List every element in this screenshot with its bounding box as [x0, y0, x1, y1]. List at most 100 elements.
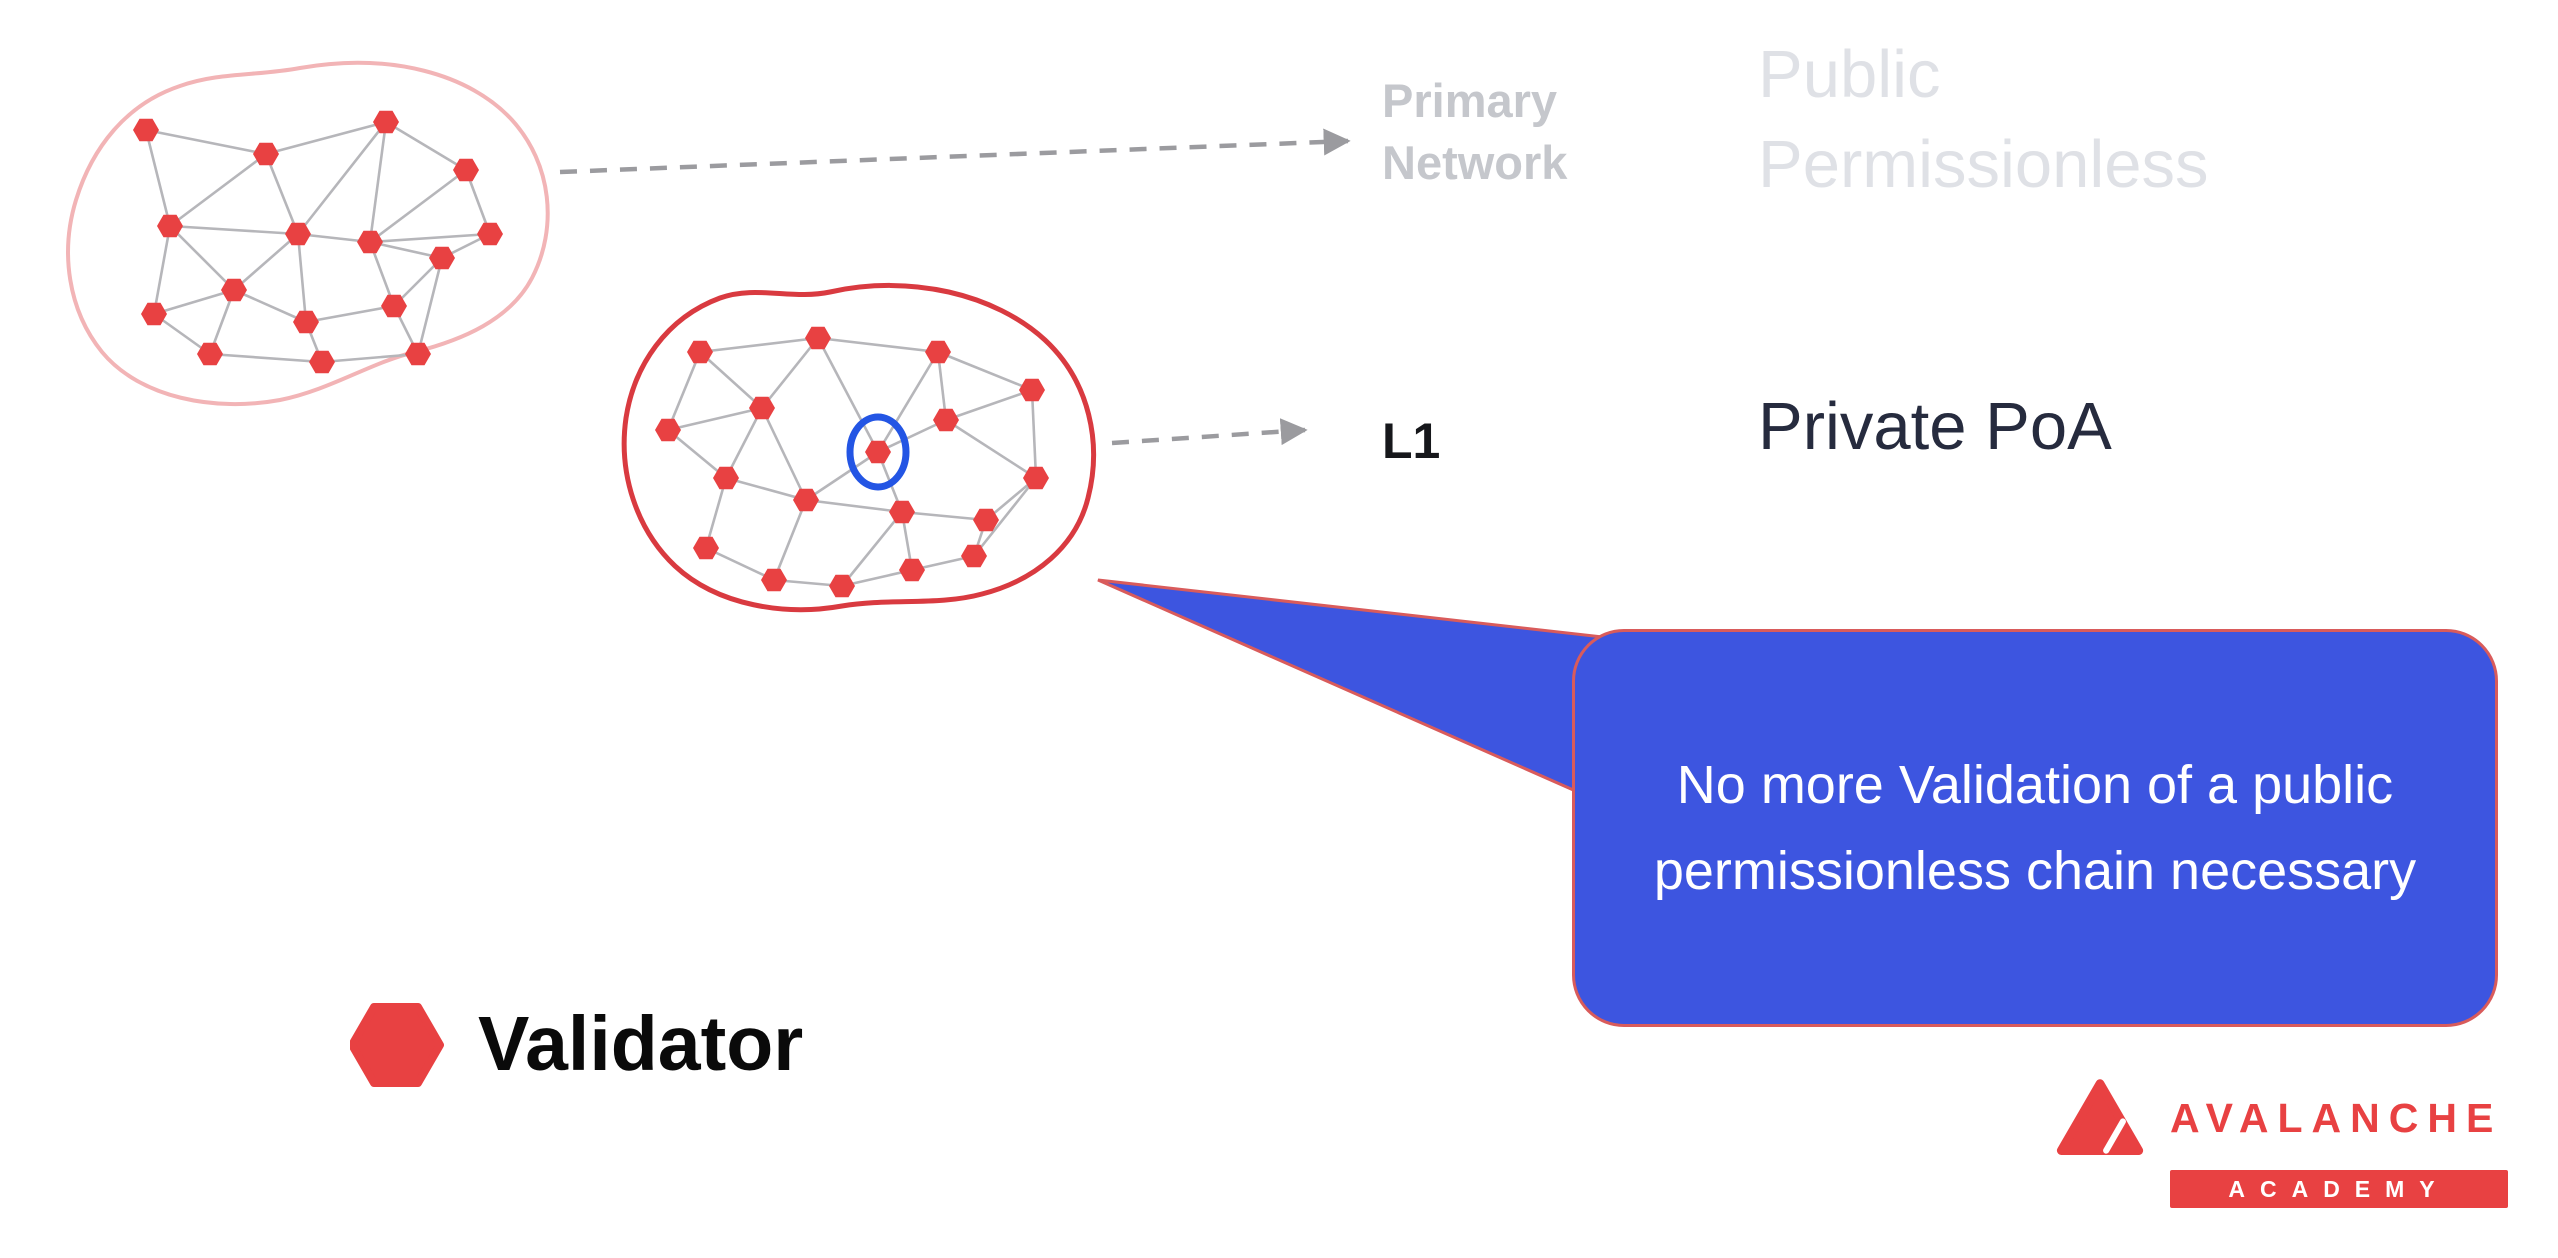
- validator-node: [141, 302, 167, 326]
- network-edge: [699, 336, 819, 354]
- network-edge: [699, 351, 763, 409]
- validator-node: [655, 418, 681, 442]
- network-edge: [169, 225, 235, 291]
- network-edge: [368, 121, 388, 243]
- network-edge: [666, 351, 702, 431]
- avalanche-academy-logo: AVALANCHE ACADEMY: [2056, 1078, 2508, 1208]
- primary-network-arrow: [559, 128, 1351, 175]
- validator-legend: Validator: [350, 1000, 803, 1089]
- network-edge: [369, 232, 491, 244]
- l1-cluster-outline: [621, 282, 1096, 613]
- validator-node: [429, 246, 455, 270]
- network-edge: [805, 498, 903, 514]
- l1-arrow: [1111, 418, 1308, 446]
- network-edge: [705, 546, 775, 582]
- validator-node: [157, 214, 183, 238]
- callout-bubble: No more Validation of a public permissio…: [1572, 629, 2498, 1027]
- network-edge: [152, 225, 172, 315]
- validator-node: [687, 340, 713, 364]
- validator-node: [1019, 378, 1045, 402]
- network-edge: [145, 128, 267, 156]
- network-edge: [667, 406, 763, 432]
- network-edge: [385, 120, 467, 172]
- validator-node: [899, 558, 925, 582]
- validator-node: [713, 466, 739, 490]
- validator-node: [357, 230, 383, 254]
- validator-node: [285, 222, 311, 246]
- validator-node: [373, 110, 399, 134]
- network-edge: [305, 304, 395, 324]
- network-edge: [817, 336, 939, 354]
- validator-node: [309, 350, 335, 374]
- network-edge: [876, 351, 940, 453]
- validator-node: [453, 158, 479, 182]
- validator-node: [865, 440, 891, 464]
- network-edge: [169, 224, 299, 236]
- network-edge: [841, 568, 913, 588]
- validator-node: [829, 574, 855, 598]
- validator-node: [761, 568, 787, 592]
- network-edge: [416, 257, 444, 355]
- validator-node: [133, 118, 159, 142]
- network-edge: [704, 477, 728, 549]
- network-edge: [877, 418, 947, 454]
- validator-node: [405, 342, 431, 366]
- validator-node: [221, 278, 247, 302]
- validator-node: [693, 536, 719, 560]
- network-edge: [936, 351, 948, 421]
- validator-node: [477, 222, 503, 246]
- network-edge: [816, 337, 880, 453]
- network-edge: [233, 288, 307, 324]
- network-edge: [296, 233, 308, 323]
- validator-node: [925, 340, 951, 364]
- network-edge: [209, 352, 323, 364]
- network-edge: [760, 337, 820, 409]
- network-edge: [725, 476, 807, 502]
- network-edge: [265, 120, 387, 156]
- academy-bar: ACADEMY: [2170, 1170, 2508, 1208]
- network-edge: [264, 153, 300, 235]
- validator-legend-label: Validator: [478, 1001, 804, 1087]
- public-permissionless-label: Public Permissionless: [1758, 37, 2209, 203]
- validator-node: [749, 396, 775, 420]
- private-poa-label: Private PoA: [1758, 389, 2112, 464]
- network-edge: [805, 450, 879, 502]
- network-edge: [369, 240, 443, 260]
- network-edge: [233, 233, 299, 291]
- validator-hexagon-icon: [350, 1002, 444, 1087]
- validator-node: [793, 488, 819, 512]
- academy-text: ACADEMY: [2228, 1175, 2450, 1202]
- network-edge: [840, 511, 904, 587]
- network-edge: [772, 499, 808, 581]
- avalanche-brand-text: AVALANCHE: [2170, 1094, 2503, 1141]
- primary-network-cluster-outline: [66, 60, 550, 407]
- validator-node: [973, 508, 999, 532]
- callout-text: No more Validation of a public permissio…: [1653, 754, 2417, 901]
- network-edge: [144, 129, 172, 227]
- network-edge: [667, 428, 727, 480]
- logo-row: AVALANCHE: [2056, 1078, 2508, 1158]
- validator-node: [961, 544, 987, 568]
- network-edge: [1030, 389, 1038, 479]
- validator-node: [889, 500, 915, 524]
- network-edge: [153, 312, 211, 356]
- network-edge: [369, 168, 467, 244]
- validator-node: [197, 342, 223, 366]
- validator-node: [293, 310, 319, 334]
- primary-network-label: Primary Network: [1382, 74, 1568, 190]
- network-edge: [296, 121, 388, 235]
- validator-node: [253, 142, 279, 166]
- highlighted-node-ring: [846, 413, 910, 491]
- l1-label: L1: [1382, 413, 1441, 469]
- validator-node: [805, 326, 831, 350]
- network-edge: [945, 388, 1033, 422]
- network-edge: [153, 288, 235, 316]
- validator-node: [933, 408, 959, 432]
- validator-node: [381, 294, 407, 318]
- network-edge: [937, 350, 1033, 392]
- network-edge: [321, 352, 419, 364]
- avalanche-logo-mark: [2056, 1079, 2144, 1155]
- validator-node: [1023, 466, 1049, 490]
